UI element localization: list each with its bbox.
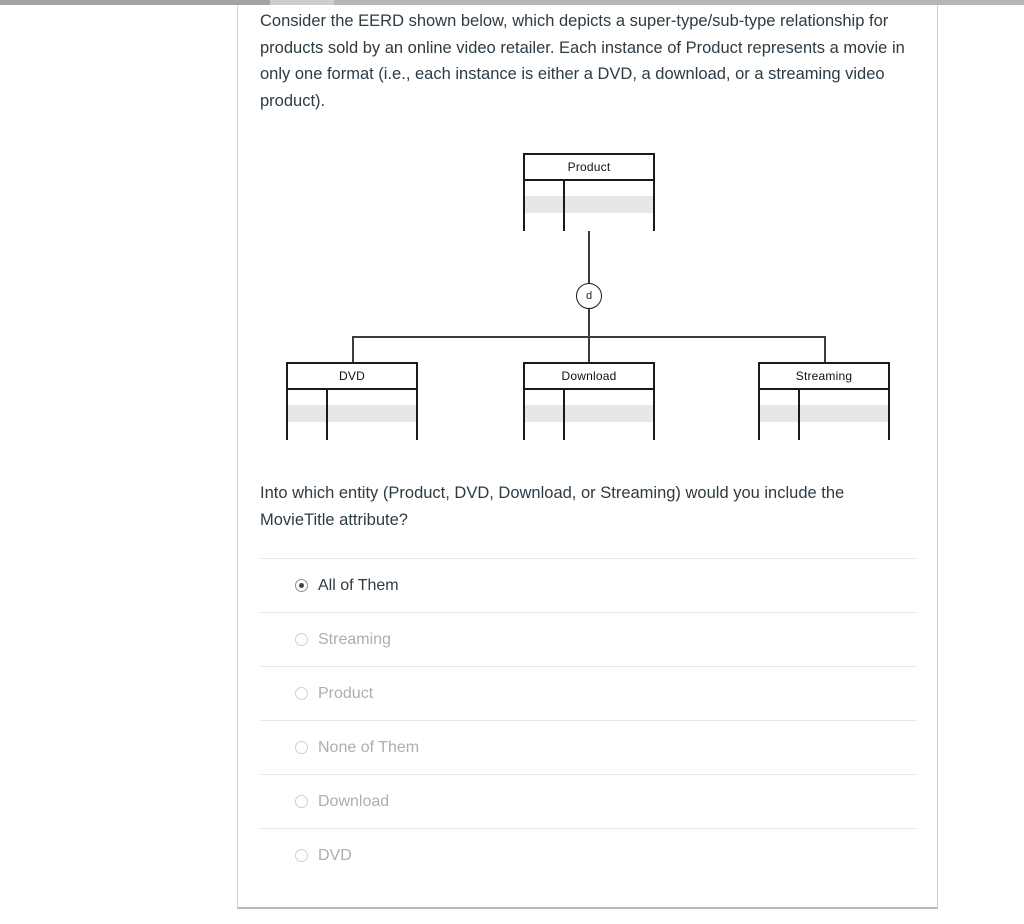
column-divider — [326, 390, 328, 440]
option-label[interactable]: Streaming — [318, 630, 391, 648]
question-card: Consider the EERD shown below, which dep… — [237, 0, 938, 909]
radio-button[interactable] — [295, 849, 308, 862]
entity-download-body — [525, 390, 653, 440]
entity-download: Download — [523, 362, 655, 440]
attribute-stripe — [760, 405, 888, 422]
option-row-download[interactable]: Download — [260, 774, 917, 828]
disjoint-constraint-circle: d — [576, 283, 602, 309]
option-row-dvd[interactable]: DVD — [260, 828, 917, 882]
connector-horizontal — [352, 336, 826, 338]
option-label[interactable]: Download — [318, 792, 390, 810]
answer-options: All of Them Streaming Product None of Th… — [260, 558, 917, 882]
column-divider — [563, 390, 565, 440]
attribute-stripe — [288, 405, 416, 422]
radio-button[interactable] — [295, 633, 308, 646]
option-label[interactable]: DVD — [318, 846, 352, 864]
option-row-all-of-them[interactable]: All of Them — [260, 558, 917, 612]
question-text: Into which entity (Product, DVD, Downloa… — [260, 484, 845, 529]
connector-circle-to-download — [588, 309, 590, 362]
option-label[interactable]: Product — [318, 684, 374, 702]
option-label[interactable]: None of Them — [318, 738, 420, 756]
entity-product-body — [525, 181, 653, 231]
entity-download-title: Download — [525, 364, 653, 390]
radio-button[interactable] — [295, 579, 308, 592]
radio-button[interactable] — [295, 687, 308, 700]
entity-dvd-title: DVD — [288, 364, 416, 390]
connector-drop-streaming — [824, 336, 826, 362]
attribute-stripe — [525, 405, 653, 422]
option-row-product[interactable]: Product — [260, 666, 917, 720]
column-divider — [798, 390, 800, 440]
entity-dvd-body — [288, 390, 416, 440]
top-scrollbar-segment-light — [270, 0, 334, 5]
column-divider — [563, 181, 565, 231]
top-scrollbar-segment-dark — [0, 0, 270, 5]
entity-streaming: Streaming — [758, 362, 890, 440]
attribute-stripe — [525, 196, 653, 213]
entity-streaming-title: Streaming — [760, 364, 888, 390]
top-scrollbar-segment-mid — [334, 0, 1024, 5]
option-label[interactable]: All of Them — [318, 576, 399, 594]
connector-drop-dvd — [352, 336, 354, 362]
radio-button[interactable] — [295, 741, 308, 754]
eerd-diagram: Product d DVD Download — [238, 0, 937, 470]
entity-dvd: DVD — [286, 362, 418, 440]
question-prompt: Consider the EERD shown below, which dep… — [260, 12, 905, 110]
radio-button[interactable] — [295, 795, 308, 808]
option-row-none-of-them[interactable]: None of Them — [260, 720, 917, 774]
entity-product-title: Product — [525, 155, 653, 181]
entity-streaming-body — [760, 390, 888, 440]
option-row-streaming[interactable]: Streaming — [260, 612, 917, 666]
entity-product: Product — [523, 153, 655, 231]
connector-supertype-to-circle — [588, 231, 590, 283]
